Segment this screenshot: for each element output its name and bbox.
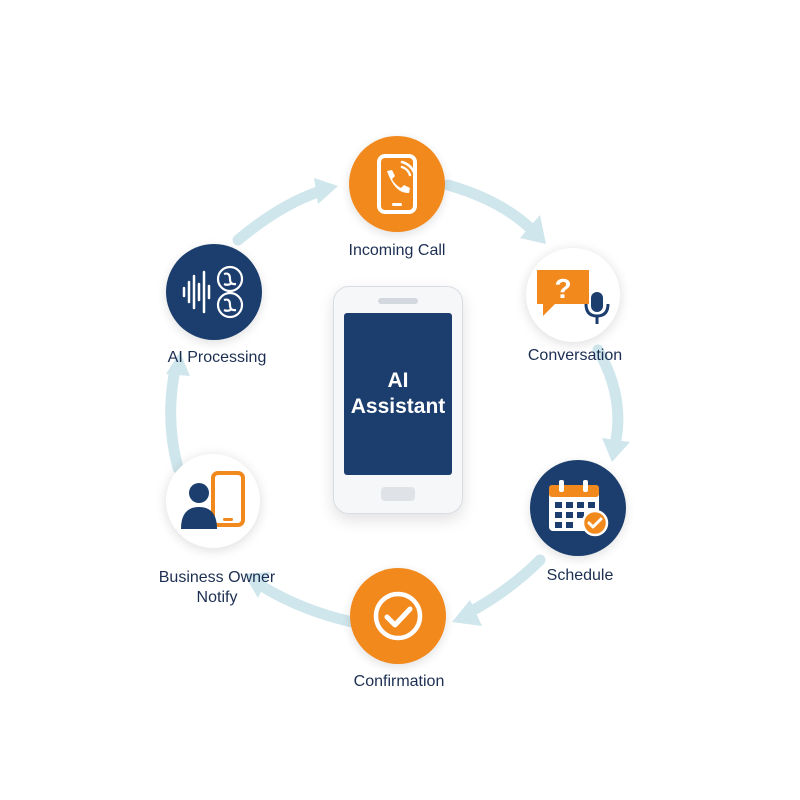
step-label-ai-processing: AI Processing [167,349,267,366]
arrow-call-to-conversation [442,179,536,234]
step-confirmation [350,568,446,664]
step-label-confirmation: Confirmation [353,673,445,690]
phone-home-button [381,487,415,501]
center-title: AI Assistant [350,369,446,418]
arrow-processing-to-call [232,186,324,246]
arrowhead-schedule [602,438,630,462]
ai-assistant-phone: AI Assistant [333,286,463,514]
arrow-schedule-to-confirmation [464,554,546,618]
arrow-notify-to-processing [165,364,184,474]
phone-screen: AI Assistant [344,313,452,475]
step-incoming-call [349,136,445,232]
calendar-check-icon [549,480,609,537]
phone-speaker [378,298,418,304]
step-label-conversation: Conversation [527,347,623,364]
step-label-business-owner-notify: Business Owner Notify [158,569,276,606]
checkmark-circle-icon [373,591,423,641]
step-business-owner-notify [166,454,260,548]
chat-question-microphone-icon: ? [537,270,610,324]
arrow-conversation-to-schedule [592,344,624,446]
step-label-schedule: Schedule [546,567,614,584]
phone-call-icon [377,154,417,214]
arrowhead-processing [166,352,190,376]
step-label-incoming-call: Incoming Call [348,242,446,259]
arrowhead-conversation [520,215,546,244]
step-ai-processing [166,244,262,340]
svg-text:?: ? [554,273,571,304]
arrowhead-notify [244,572,270,598]
arrowhead-call [314,178,338,204]
person-phone-icon [181,471,245,529]
waveform-brain-icon [182,265,244,319]
step-schedule [530,460,626,556]
arrowhead-confirmation [452,600,482,626]
arrow-confirmation-to-notify [254,579,358,628]
step-conversation: ? [526,248,620,342]
